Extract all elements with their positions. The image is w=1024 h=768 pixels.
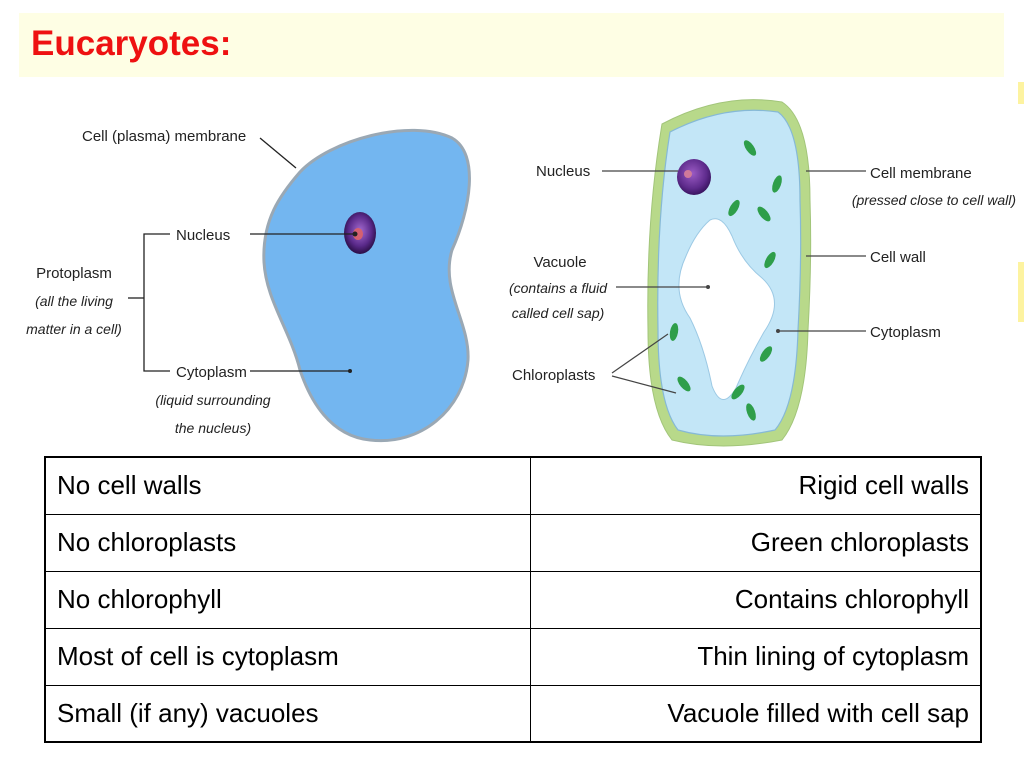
- chloroplast: [728, 199, 740, 217]
- chloroplast: [669, 323, 679, 341]
- label-protoplasm-note-2: matter in a cell): [26, 321, 122, 337]
- chloroplast: [677, 376, 691, 392]
- animal-nucleolus: [353, 228, 363, 240]
- chloroplast: [759, 346, 773, 362]
- plant-cell-trait: Thin lining of cytoplasm: [529, 627, 982, 686]
- label-vacuole-note-2: called cell sap): [512, 305, 605, 321]
- chloroplast: [746, 403, 756, 421]
- edge-decoration: [1018, 82, 1024, 104]
- plant-nucleus: [677, 159, 711, 195]
- animal-cell-trait: Most of cell is cytoplasm: [44, 627, 531, 686]
- plant-cell-trait: Green chloroplasts: [529, 513, 982, 572]
- vacuole-pointer-dot: [706, 285, 710, 289]
- label-cell-membrane-note: (pressed close to cell wall): [852, 192, 1016, 208]
- animal-cell-trait: No chlorophyll: [44, 570, 531, 629]
- animal-cell-body: [262, 128, 471, 443]
- chloroplast-group: [669, 140, 782, 421]
- label-plant-cytoplasm: Cytoplasm: [870, 324, 941, 341]
- edge-decoration: [1018, 262, 1024, 322]
- nucleus-pointer-dot: [352, 231, 358, 237]
- label-cell-plasma-membrane: Cell (plasma) membrane: [82, 128, 246, 145]
- plant-cell-trait: Contains chlorophyll: [529, 570, 982, 629]
- label-animal-cytoplasm: Cytoplasm: [176, 364, 247, 381]
- plant-leaders: [602, 170, 866, 394]
- plant-cell-trait: Rigid cell walls: [529, 456, 982, 515]
- animal-leaders: [128, 137, 355, 372]
- label-cell-membrane: Cell membrane: [870, 165, 972, 182]
- label-cytoplasm-note-2: the nucleus): [175, 420, 251, 436]
- cell-diagrams: Cell (plasma) membrane Nucleus Protoplas…: [26, 99, 1016, 447]
- animal-cell: [262, 128, 471, 443]
- title-bar: Eucaryotes:: [19, 13, 1004, 77]
- animal-cell-trait: Small (if any) vacuoles: [44, 684, 531, 743]
- plant-nucleolus: [684, 170, 692, 178]
- label-plant-nucleus: Nucleus: [536, 163, 590, 180]
- plant-cell: [647, 99, 812, 447]
- label-protoplasm-note-1: (all the living: [35, 293, 113, 309]
- chloroplast: [772, 175, 782, 193]
- cytoplasm-pointer-dot: [348, 369, 352, 373]
- animal-cell-trait: No chloroplasts: [44, 513, 531, 572]
- cytoplasm-pointer-dot: [776, 329, 780, 333]
- chloroplast: [764, 251, 776, 269]
- animal-cell-trait: No cell walls: [44, 456, 531, 515]
- plant-cell-trait: Vacuole filled with cell sap: [529, 684, 982, 743]
- plant-vacuole: [678, 218, 775, 400]
- label-animal-nucleus: Nucleus: [176, 227, 230, 244]
- slide-title: Eucaryotes:: [31, 24, 232, 63]
- label-vacuole: Vacuole: [533, 254, 586, 271]
- label-protoplasm: Protoplasm: [36, 265, 112, 282]
- label-vacuole-note-1: (contains a fluid: [509, 280, 608, 296]
- chloroplast: [757, 206, 771, 222]
- chloroplast: [743, 140, 757, 156]
- chloroplast: [731, 384, 745, 400]
- label-cytoplasm-note-1: (liquid surrounding: [155, 392, 270, 408]
- label-cell-wall: Cell wall: [870, 249, 926, 266]
- label-chloroplasts: Chloroplasts: [512, 367, 595, 384]
